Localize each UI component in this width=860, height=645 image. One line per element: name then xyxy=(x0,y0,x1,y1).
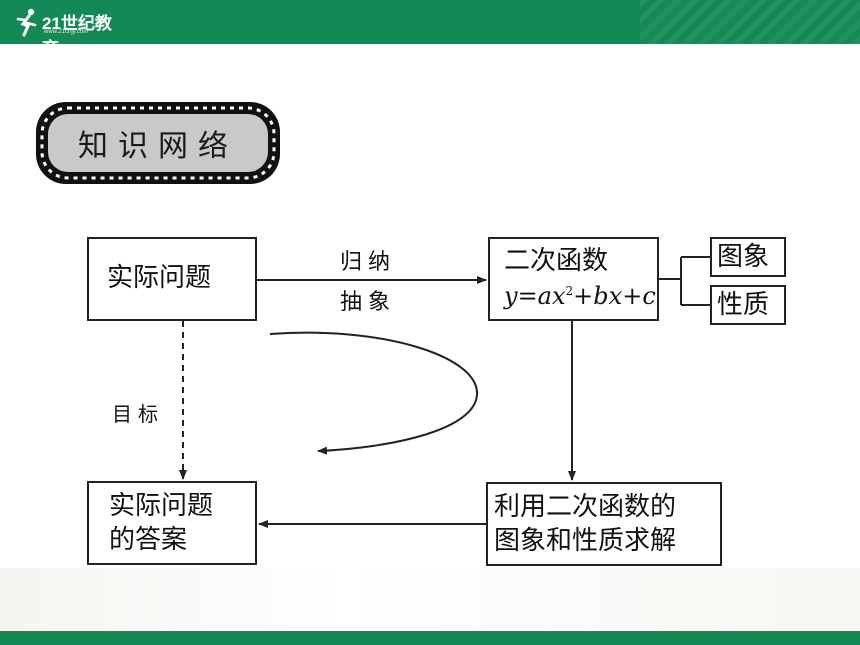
footer-decoration xyxy=(0,568,860,631)
box-answer-line2: 的答案 xyxy=(109,525,188,555)
box-solve: 利用二次函数的 图象和性质求解 xyxy=(486,482,722,566)
box-answer: 实际问题 的答案 xyxy=(87,481,257,565)
quadratic-formula: y=ax2+bx+c xyxy=(504,282,656,310)
label-goal: 目标 xyxy=(112,402,164,426)
box-properties-label: 性质 xyxy=(717,290,770,320)
box-real-problem: 实际问题 xyxy=(87,237,257,321)
box-quadratic-function: 二次函数 y=ax2+bx+c xyxy=(488,237,659,321)
site-logo[interactable]: 21世纪教育 www.21cnjy.com xyxy=(14,6,124,58)
box-solve-line1: 利用二次函数的 xyxy=(494,492,677,522)
box-graph-label: 图象 xyxy=(717,242,770,272)
section-title: 知识网络 xyxy=(78,129,238,164)
runner-icon xyxy=(16,8,37,37)
label-induce: 归纳 xyxy=(340,250,397,275)
box-answer-line1: 实际问题 xyxy=(109,491,214,521)
header-decoration xyxy=(640,0,860,44)
box-graph: 图象 xyxy=(710,237,786,277)
logo-url: www.21cnjy.com xyxy=(44,29,89,35)
box-solve-line2: 图象和性质求解 xyxy=(494,526,677,556)
section-badge xyxy=(36,102,280,184)
box-properties: 性质 xyxy=(710,285,786,325)
footer-bar xyxy=(0,631,860,645)
logo-text: 21世纪教育 xyxy=(42,14,112,58)
header-bar: 21世纪教育 www.21cnjy.com xyxy=(0,0,860,58)
box-real-problem-label: 实际问题 xyxy=(107,263,212,293)
label-abstract: 抽象 xyxy=(340,290,397,315)
box-quadratic-title: 二次函数 xyxy=(504,246,609,276)
